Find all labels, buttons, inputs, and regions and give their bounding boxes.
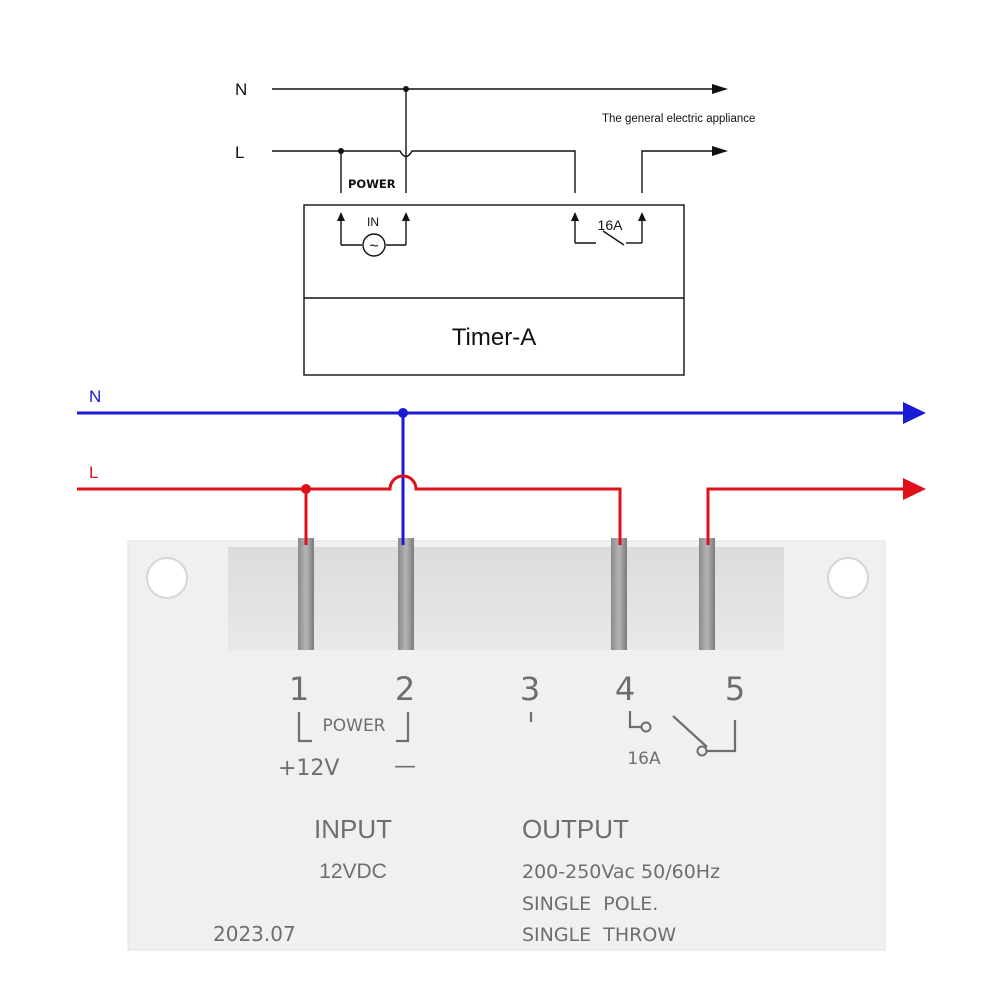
in-right-arrow-icon [402, 212, 410, 221]
relay-left-arrow-icon [571, 212, 579, 221]
live-wire-label: L [89, 463, 98, 482]
timer-name: Timer-A [452, 324, 536, 351]
terminal-number-5: 5 [725, 670, 745, 708]
terminal-number-1: 1 [289, 670, 309, 708]
schematic: N L The general electric appliance POWER… [235, 80, 755, 376]
terminal-number-3: 3 [520, 670, 540, 708]
terminal-pin-5 [699, 538, 715, 650]
terminal-pin-4 [611, 538, 627, 650]
schematic-power-label: POWER [348, 177, 396, 191]
output-line-2: SINGLE POLE. [522, 893, 658, 915]
schematic-live-wire [272, 150, 576, 193]
device-edge [127, 540, 886, 951]
neutral-wire-label: N [89, 387, 101, 406]
relay-right-arrow-icon [638, 212, 646, 221]
device-relay-rating: 16A [627, 749, 661, 769]
load-wire [706, 487, 905, 545]
output-line-1: 200-250Vac 50/60Hz [522, 861, 720, 883]
neutral-arrowhead-icon [712, 84, 728, 94]
terminal-slot [228, 547, 784, 650]
schematic-live-label: L [235, 143, 244, 162]
minus-label: — [394, 754, 416, 779]
in-left-arrow-icon [337, 212, 345, 221]
colored-wiring: N L [77, 387, 926, 545]
mounting-hole-left [146, 557, 188, 599]
timer-box [303, 204, 685, 376]
device-relay-contact-right [696, 745, 708, 757]
schematic-load-wire [641, 150, 715, 193]
device-relay-left-lead [628, 711, 641, 729]
input-heading: INPUT [314, 814, 392, 844]
appliance-label: The general electric appliance [602, 113, 755, 125]
ac-symbol: ~ [369, 238, 378, 255]
schematic-relay-rating: 16A [598, 217, 624, 233]
live-wire-arrowhead-icon [903, 478, 926, 500]
input-spec: 12VDC [319, 860, 387, 883]
in-label: IN [367, 215, 379, 229]
ac-source-icon [362, 233, 386, 257]
plus-12v-label: +12V [278, 756, 339, 781]
neutral-wire-arrowhead-icon [903, 402, 926, 424]
device-relay-contact-left [640, 721, 652, 733]
date-code: 2023.07 [213, 922, 296, 946]
terminal-pin-2 [398, 538, 414, 650]
live-wire [77, 474, 622, 545]
power-bracket-right [396, 712, 410, 743]
timer-device: 1 2 3 4 5 POWER +12V — 16A INPUT 12VDC O… [127, 538, 886, 951]
output-line-3: SINGLE THROW [522, 924, 676, 946]
mounting-hole-right [827, 557, 869, 599]
terminal-number-4: 4 [615, 670, 635, 708]
relay-switch-blade [602, 230, 625, 246]
device-power-label: POWER [323, 716, 386, 736]
output-heading: OUTPUT [522, 814, 629, 844]
power-bracket-left [297, 712, 312, 743]
device-relay-blade [672, 715, 708, 748]
schematic-neutral-label: N [235, 80, 247, 99]
terminal-number-2: 2 [395, 670, 415, 708]
live-arrowhead-icon [712, 146, 728, 156]
device-relay-right-lead [707, 720, 737, 753]
terminal-pin-1 [298, 538, 314, 650]
